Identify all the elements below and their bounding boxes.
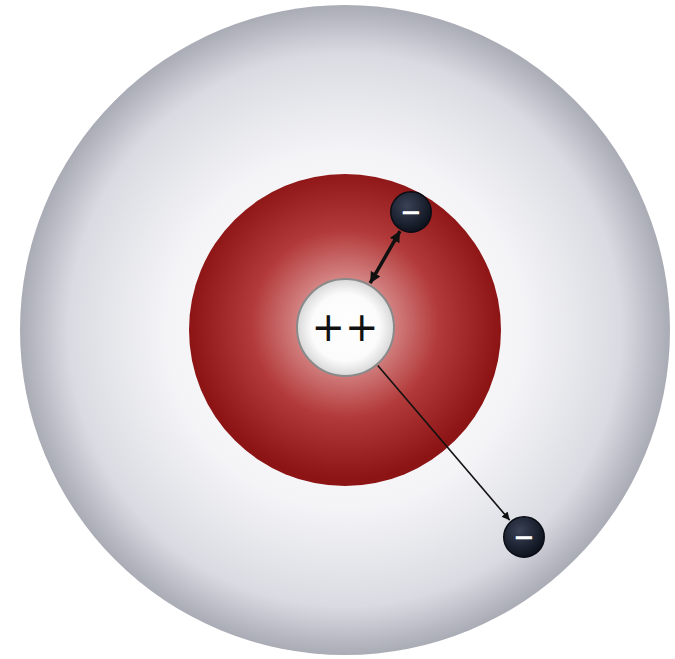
electron-sign: − xyxy=(513,524,535,550)
outer-electron-cloud xyxy=(20,5,670,655)
attraction-arrow xyxy=(378,365,510,520)
charge-sign: ++ xyxy=(311,307,378,347)
electron: − xyxy=(503,516,545,558)
attraction-arrow xyxy=(370,231,400,283)
electron-sign: − xyxy=(400,199,422,225)
electron: − xyxy=(390,191,432,233)
inner-electron-cloud xyxy=(189,174,501,486)
nucleus: ++ xyxy=(296,278,395,377)
